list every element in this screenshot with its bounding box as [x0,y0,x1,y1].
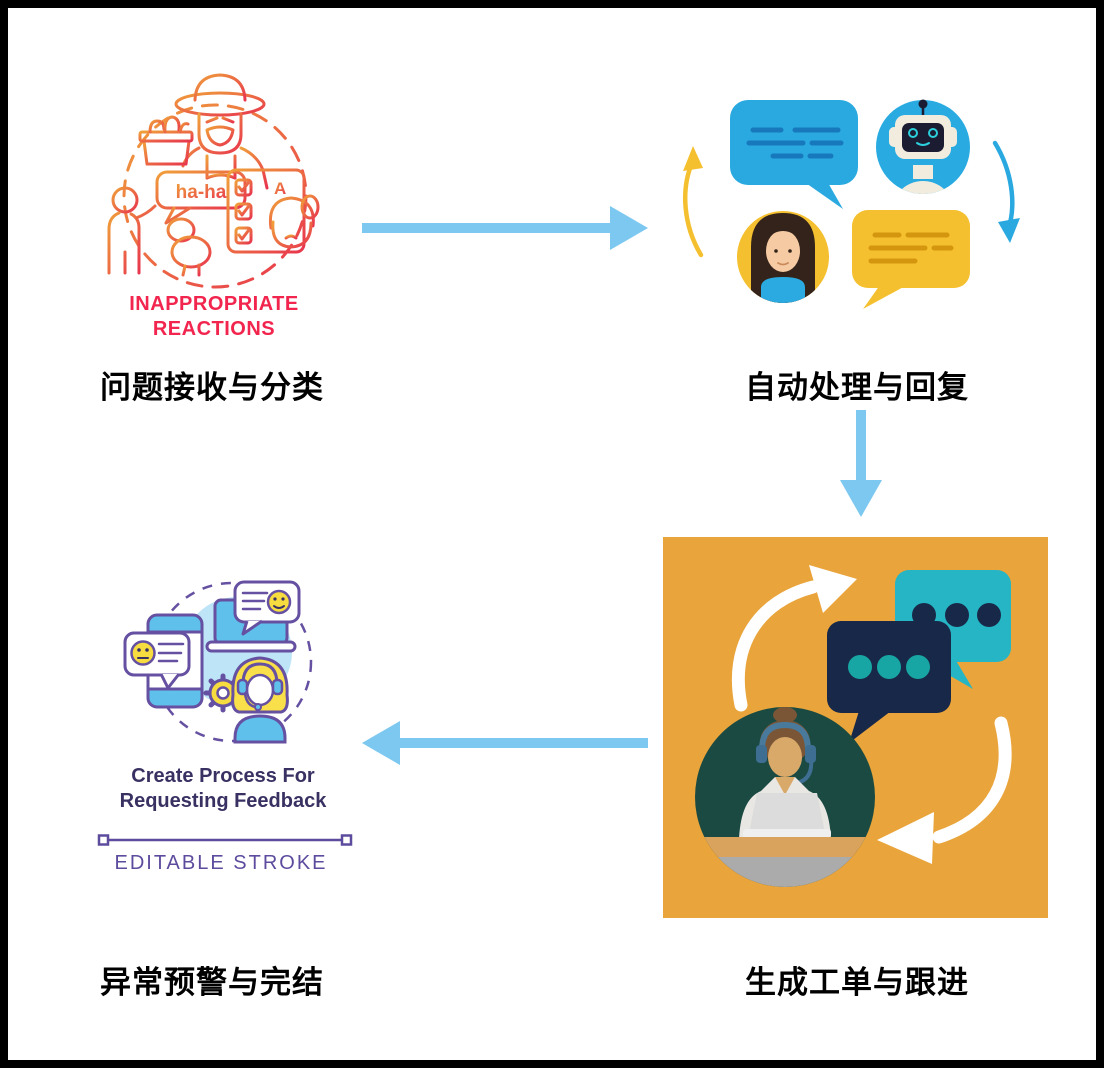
crate-icon [138,115,194,166]
editable-stroke-label: EDITABLE STROKE [114,852,328,874]
cycle-arrow-down-icon [992,140,1015,230]
work-order-illustration [663,537,1048,918]
cycle-arrow-up-icon [682,160,704,258]
chat-bubble-navy-icon [827,621,951,743]
agent-woman-icon [231,656,289,744]
crying-person-icon [166,217,212,277]
step3-label: 生成工单与跟进 [745,965,969,1000]
inappropriate-reactions-icon: ha-ha A [107,73,320,289]
chat-bubble-yellow-icon [852,210,970,309]
auto-reply-chat-icon [682,99,1020,309]
haha-bubble-icon [155,170,247,225]
user-avatar-icon [737,211,829,303]
support-agent-icon [695,707,875,887]
caption-line1: INAPPROPRIATE [129,293,299,315]
feedback-title-line1: Create Process For [131,765,315,787]
arrow-step2-to-step3 [840,410,882,517]
arrow-step3-to-step4 [362,721,648,765]
haha-bubble-text: ha-ha [176,182,227,203]
arrow-step1-to-step2 [362,206,648,250]
sad-face-icon [268,194,320,249]
farmer-icon [174,73,269,190]
editable-stroke-line [97,834,353,846]
cycle-arrow-up-white-icon [731,580,820,712]
step2-label: 自动处理与回复 [745,370,969,405]
smiley-bubble-icon [233,580,301,636]
neutral-face-bubble-icon [123,631,191,690]
cycle-arrow-down-white-icon [932,716,1012,844]
step4-label: 异常预警与完结 [100,965,324,1000]
step1-label: 问题接收与分类 [100,370,324,405]
caption-line2: REACTIONS [152,318,276,340]
chat-bubble-blue-icon [730,100,858,209]
feedback-title-line2: Requesting Feedback [119,790,327,812]
feedback-concept-icon [123,580,313,744]
inappropriate-reactions-caption: INAPPROPRIATE REACTIONS [34,292,394,342]
robot-icon [876,99,970,194]
laughing-person-icon [107,186,157,275]
grade-text: A [274,179,286,198]
feedback-title: Create Process For Requesting Feedback [43,764,403,814]
